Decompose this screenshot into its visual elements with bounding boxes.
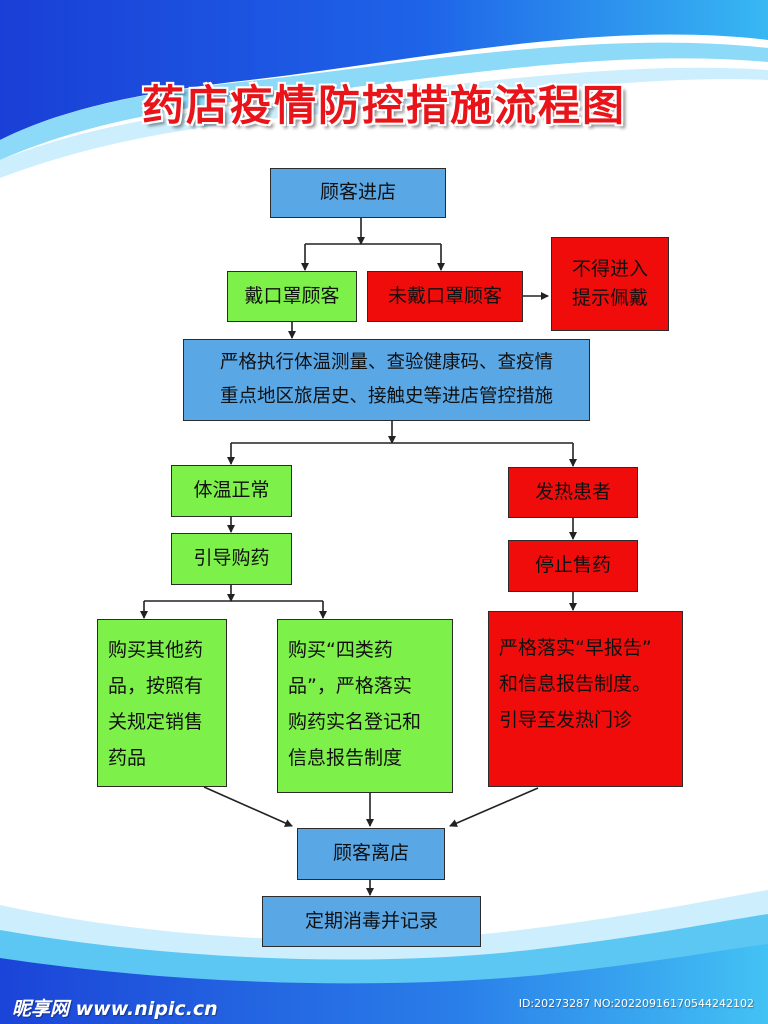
node-other-drugs-line1: 购买其他药	[108, 639, 204, 661]
node-other-drugs: 购买其他药 品，按照有 关规定销售 药品	[97, 619, 227, 787]
node-four-category-drugs-line1: 购买“四类药	[288, 639, 393, 661]
node-masked-customer-label: 戴口罩顾客	[244, 284, 340, 307]
node-deny-entry-line1: 不得进入	[571, 257, 648, 280]
node-deny-entry-line2: 提示佩戴	[571, 287, 648, 309]
watermark-id: ID:20273287 NO:20220916170544242102	[518, 997, 754, 1010]
page-title: 药店疫情防控措施流程图	[141, 81, 626, 130]
node-customer-enter-label: 顾客进店	[319, 181, 396, 204]
node-normal-temperature: 体温正常	[171, 465, 292, 517]
node-disinfect-record: 定期消毒并记录	[262, 896, 481, 947]
node-entry-checks-line1: 严格执行体温测量、查验健康码、查疫情	[219, 351, 553, 373]
node-customer-enter: 顾客进店	[270, 168, 446, 218]
node-stop-selling-label: 停止售药	[534, 554, 611, 577]
node-other-drugs-line4: 药品	[108, 747, 147, 770]
node-entry-checks-line2: 重点地区旅居史、接触史等进店管控措施	[219, 386, 553, 407]
node-early-report-line1: 严格落实“早报告”	[499, 637, 652, 659]
node-fever-patient: 发热患者	[508, 467, 638, 518]
node-fever-patient-label: 发热患者	[534, 480, 611, 503]
node-early-report-line2: 和信息报告制度。	[499, 673, 652, 696]
node-four-category-drugs-line3: 购药实名登记和	[288, 711, 422, 734]
node-unmasked-customer-label: 未戴口罩顾客	[387, 284, 502, 307]
node-unmasked-customer: 未戴口罩顾客	[367, 271, 523, 322]
node-four-category-drugs-line4: 信息报告制度	[288, 747, 403, 770]
node-early-report: 严格落实“早报告” 和信息报告制度。 引导至发热门诊	[488, 611, 683, 787]
node-early-report-line3: 引导至发热门诊	[499, 709, 633, 732]
node-guide-purchase: 引导购药	[171, 533, 292, 585]
node-entry-checks: 严格执行体温测量、查验健康码、查疫情 重点地区旅居史、接触史等进店管控措施	[183, 339, 590, 421]
node-four-category-drugs-line2: 品”，严格落实	[288, 675, 412, 698]
node-normal-temperature-label: 体温正常	[193, 479, 270, 502]
node-other-drugs-line3: 关规定销售	[108, 711, 204, 734]
node-stop-selling: 停止售药	[508, 540, 638, 592]
node-masked-customer: 戴口罩顾客	[227, 271, 357, 322]
node-disinfect-record-label: 定期消毒并记录	[304, 909, 438, 932]
node-deny-entry: 不得进入 提示佩戴	[551, 237, 669, 331]
node-guide-purchase-label: 引导购药	[193, 547, 270, 570]
node-four-category-drugs: 购买“四类药 品”，严格落实 购药实名登记和 信息报告制度	[277, 619, 453, 793]
watermark-brand: 昵享网 www.nipic.cn	[12, 998, 218, 1020]
node-other-drugs-line2: 品，按照有	[108, 675, 204, 698]
node-customer-leave: 顾客离店	[297, 828, 445, 880]
node-customer-leave-label: 顾客离店	[332, 842, 409, 865]
